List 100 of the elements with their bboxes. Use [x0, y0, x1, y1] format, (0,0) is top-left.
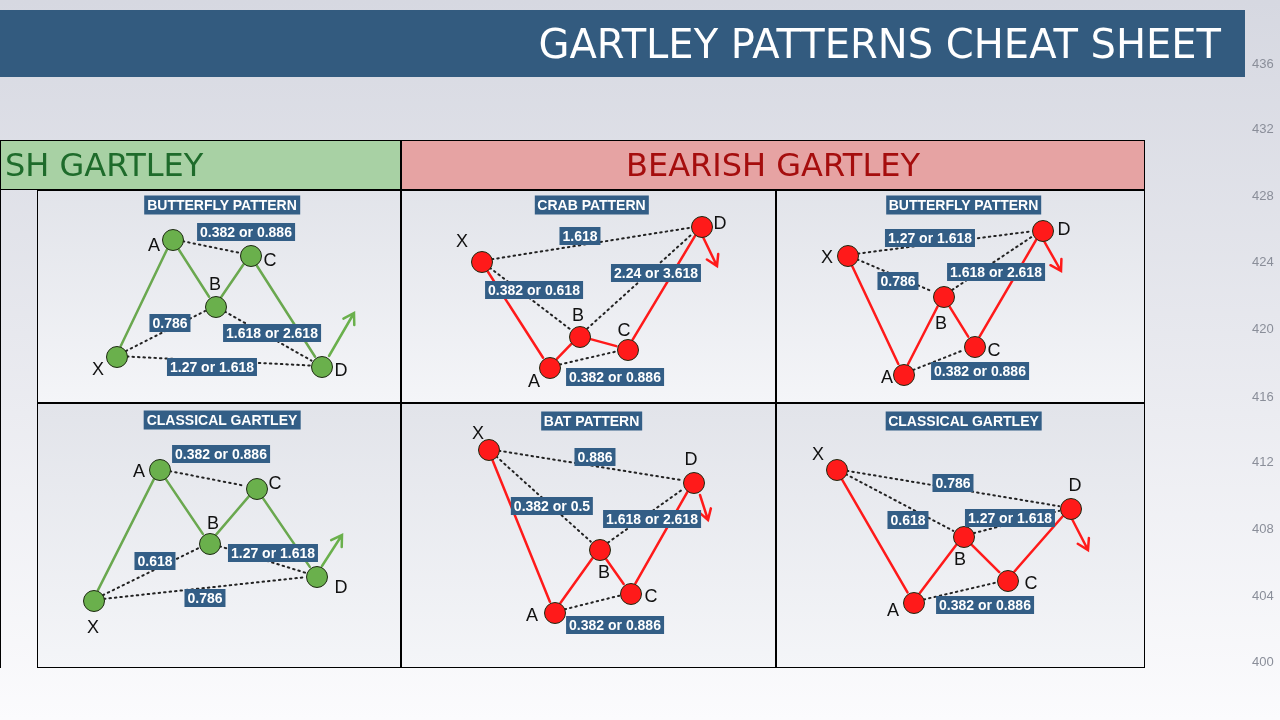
price-point-marker: [997, 570, 1019, 592]
ratio-line: [488, 266, 572, 331]
price-point-marker: [149, 459, 171, 481]
point-letter: C: [987, 340, 1001, 360]
price-point-marker: [569, 326, 591, 348]
ratio-label: 0.382 or 0.5: [510, 497, 594, 515]
ratio-label: 0.382 or 0.618: [485, 281, 583, 299]
price-point-marker: [893, 364, 915, 386]
price-swing-line: [604, 556, 625, 586]
point-letter: D: [1057, 219, 1071, 239]
ratio-label: 0.786: [149, 314, 191, 332]
ratio-label: 0.382 or 0.886: [931, 362, 1029, 380]
point-letter: C: [617, 320, 631, 340]
price-point-marker: [306, 566, 328, 588]
axis-tick-label: 432: [1252, 120, 1274, 139]
point-letter: X: [821, 247, 833, 267]
price-swing-line: [219, 262, 246, 299]
axis-tick-label: 424: [1252, 253, 1274, 272]
ratio-label: 1.618 or 2.618: [947, 263, 1045, 281]
ratio-label: 0.618: [887, 511, 929, 529]
point-letter: A: [133, 461, 145, 481]
ratio-label: 0.786: [932, 474, 974, 492]
price-point-marker: [83, 590, 105, 612]
ratio-line: [586, 232, 694, 330]
section-header-band: [0, 140, 401, 190]
ratio-line: [101, 546, 201, 597]
point-letter: X: [92, 359, 104, 379]
ratio-label: 0.382 or 0.886: [566, 368, 664, 386]
point-letter: D: [1068, 475, 1082, 495]
point-letter: C: [268, 473, 282, 493]
price-point-marker: [246, 478, 268, 500]
point-letter: D: [713, 213, 727, 233]
axis-tick-label: 404: [1252, 587, 1274, 606]
axis-tick-label: 416: [1252, 388, 1274, 407]
price-swing-line: [918, 543, 958, 595]
price-swing-line: [947, 304, 970, 338]
price-swing-line: [163, 476, 205, 536]
ratio-label: 1.27 or 1.618: [964, 509, 1056, 527]
ratio-line: [181, 240, 241, 254]
price-point-marker: [199, 533, 221, 555]
price-swing-line: [840, 477, 909, 594]
point-letter: A: [887, 600, 899, 620]
ratio-label: 1.618 or 2.618: [223, 324, 321, 342]
ratio-line: [563, 594, 621, 611]
pattern-panel: [401, 190, 776, 403]
price-point-marker: [826, 459, 848, 481]
point-letter: A: [881, 367, 893, 387]
price-point-marker: [620, 583, 642, 605]
ratio-label: 0.618: [134, 552, 176, 570]
ratio-line: [922, 581, 998, 601]
price-point-marker: [240, 245, 262, 267]
price-swing-line: [850, 263, 900, 366]
point-letter: X: [87, 617, 99, 637]
price-swing-line: [119, 247, 169, 348]
point-letter: D: [334, 577, 348, 597]
point-letter: A: [148, 235, 160, 255]
ratio-label: 0.382 or 0.886: [172, 445, 270, 463]
price-point-marker: [903, 592, 925, 614]
point-letter: A: [528, 371, 540, 391]
ratio-label: 0.382 or 0.886: [936, 596, 1034, 614]
ratio-label: 0.786: [184, 589, 226, 607]
point-letter: B: [209, 274, 221, 294]
ratio-line: [495, 455, 592, 543]
axis-tick-label: 400: [1252, 653, 1274, 672]
section-header-band: [401, 140, 1145, 190]
price-point-marker: [106, 346, 128, 368]
pattern-panel: [37, 190, 401, 403]
price-point-marker: [1060, 498, 1082, 520]
pattern-title: CLASSICAL GARTLEY: [885, 411, 1042, 431]
pattern-title: BUTTERFLY PATTERN: [144, 195, 300, 215]
ratio-label: 1.27 or 1.618: [227, 544, 319, 562]
price-point-marker: [953, 526, 975, 548]
pattern-panel: [401, 403, 776, 668]
ratio-label: 0.786: [877, 272, 919, 290]
axis-tick-label: 428: [1252, 187, 1274, 206]
pattern-panel: [37, 403, 401, 668]
point-letter: D: [684, 449, 698, 469]
ratio-label: 2.24 or 3.618: [610, 264, 702, 282]
ratio-line: [490, 226, 692, 261]
point-letter: B: [572, 305, 584, 325]
point-letter: B: [954, 549, 966, 569]
price-swing-line: [176, 247, 211, 298]
price-swing-line: [490, 457, 552, 604]
price-point-marker: [311, 356, 333, 378]
price-point-marker: [1032, 220, 1054, 242]
point-letter: C: [1024, 573, 1038, 593]
section-title: BEARISH GARTLEY: [626, 149, 920, 181]
ratio-label: 1.618 or 2.618: [603, 510, 701, 528]
price-swing-line: [214, 495, 251, 536]
point-letter: D: [334, 360, 348, 380]
point-letter: A: [526, 605, 538, 625]
price-swing-line: [555, 342, 573, 361]
price-swing-line: [906, 304, 940, 366]
price-point-marker: [683, 472, 705, 494]
point-letter: X: [472, 423, 484, 443]
price-point-marker: [471, 251, 493, 273]
price-point-marker: [539, 357, 561, 379]
section-title: SH GARTLEY: [5, 149, 204, 181]
price-point-marker: [478, 439, 500, 461]
pattern-title: BAT PATTERN: [540, 411, 643, 431]
